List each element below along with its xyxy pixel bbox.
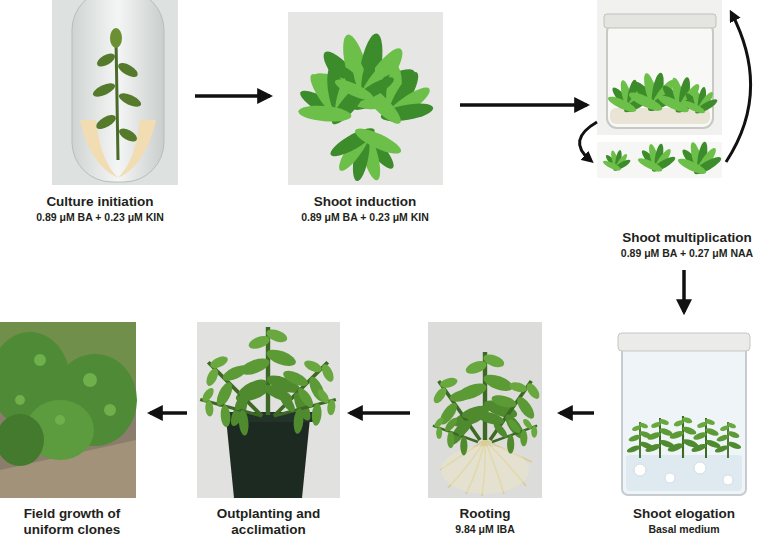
medium-label: 0.89 μM BA + 0.23 μM KIN (15, 211, 185, 224)
stage-title: Rooting (420, 506, 550, 522)
stage-title: Field growth of uniform clones (4, 506, 140, 538)
photo-area (614, 322, 754, 504)
photo-area (52, 0, 178, 192)
flow-arrow (195, 94, 270, 98)
medium-label: 0.89 μM BA + 0.27 μM NAA (597, 247, 777, 260)
photo-area (288, 0, 443, 192)
medium-label: 9.84 μM IBA (420, 523, 550, 536)
medium-label: Basal medium (604, 523, 764, 536)
stage-node: Shoot elogationBasal medium (604, 322, 764, 536)
stage-node: Rooting9.84 μM IBA (420, 322, 550, 536)
stage-title: Culture initiation (15, 194, 185, 210)
flow-arrow (682, 270, 686, 312)
stage-node: Shoot multiplication0.89 μM BA + 0.27 μM… (597, 0, 777, 260)
photo-area (597, 0, 722, 228)
photo-area (428, 322, 542, 504)
photo-area (197, 322, 340, 504)
stage-title: Outplanting and acclimation (197, 506, 340, 538)
flow-arrow (560, 411, 594, 415)
flow-arrow (150, 411, 187, 415)
photo-area (4, 322, 136, 504)
flow-arrow (350, 411, 410, 415)
stage-node: Culture initiation0.89 μM BA + 0.23 μM K… (15, 0, 185, 224)
stage-title: Shoot induction (280, 194, 450, 210)
medium-label: 0.89 μM BA + 0.23 μM KIN (280, 211, 450, 224)
flow-arrow (460, 103, 587, 107)
stage-node: Shoot induction0.89 μM BA + 0.23 μM KIN (280, 0, 450, 224)
stage-title: Shoot multiplication (597, 230, 777, 246)
stage-node: Field growth of uniform clones (4, 322, 140, 538)
stage-title: Shoot elogation (604, 506, 764, 522)
stage-node: Outplanting and acclimation (197, 322, 340, 538)
